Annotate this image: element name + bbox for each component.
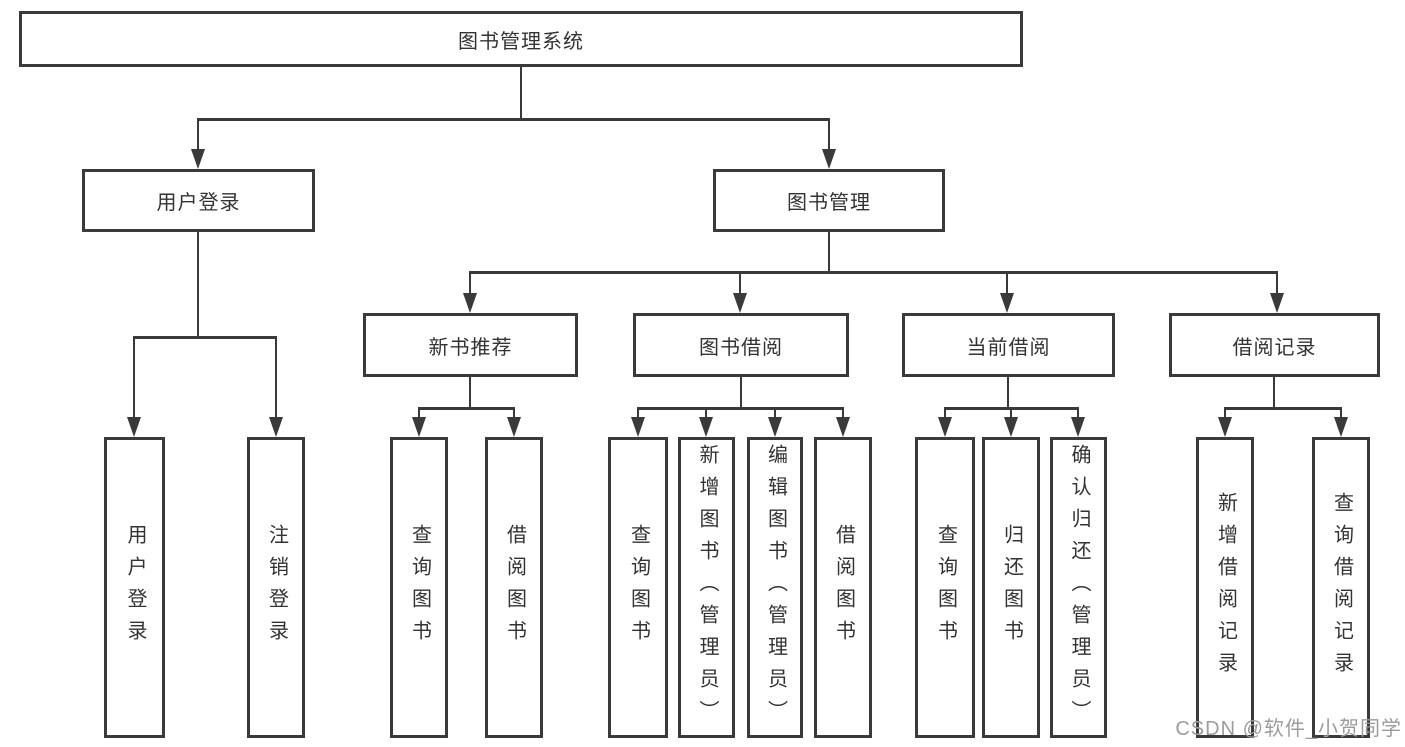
node-label: 查询图书 xyxy=(408,523,431,652)
connector-line xyxy=(468,377,472,409)
node-borrow-records: 借阅记录 xyxy=(1169,313,1380,377)
connector-arrow-icon xyxy=(938,408,952,437)
node-label: 借阅图书 xyxy=(832,523,855,652)
connector-arrow-icon xyxy=(631,408,645,437)
connector-line xyxy=(827,232,831,273)
leaf-add-book-admin: 新增图书（管理员） xyxy=(678,437,735,738)
leaf-query-books-current: 查询图书 xyxy=(915,437,975,738)
connector-line xyxy=(417,407,516,410)
connector-arrow-icon xyxy=(412,408,426,437)
connector-arrow-icon xyxy=(269,337,283,437)
connector-line xyxy=(636,407,845,410)
node-label: 新增借阅记录 xyxy=(1214,491,1237,684)
watermark-text: CSDN @软件_小贺同学 xyxy=(1175,718,1402,740)
connector-arrow-icon xyxy=(822,119,836,169)
leaf-borrow-books: 借阅图书 xyxy=(814,437,872,738)
node-book-management: 图书管理 xyxy=(713,169,945,232)
node-label: 查询图书 xyxy=(934,523,957,652)
node-label: 新增图书（管理员） xyxy=(696,443,718,732)
connector-line xyxy=(739,377,743,409)
connector-line xyxy=(1006,377,1010,409)
node-user-login: 用户登录 xyxy=(82,169,315,232)
leaf-query-books-recommend: 查询图书 xyxy=(390,437,448,738)
node-label: 用户登录 xyxy=(156,192,241,214)
node-label: 注销登录 xyxy=(265,523,288,652)
connector-line xyxy=(468,271,1279,274)
connector-line xyxy=(132,336,278,339)
connector-arrow-icon xyxy=(191,119,205,169)
connector-line xyxy=(196,118,831,121)
connector-arrow-icon xyxy=(836,408,850,437)
node-label: 当前借阅 xyxy=(966,336,1051,359)
node-root-system: 图书管理系统 xyxy=(19,11,1023,67)
connector-line xyxy=(196,232,200,338)
connector-arrow-icon xyxy=(1218,408,1232,437)
connector-line xyxy=(519,67,523,120)
node-label: 新书推荐 xyxy=(428,336,513,359)
leaf-query-books-borrow: 查询图书 xyxy=(608,437,668,738)
connector-arrow-icon xyxy=(733,272,747,313)
leaf-confirm-return-admin: 确认归还（管理员） xyxy=(1050,437,1107,738)
node-label: 图书借阅 xyxy=(699,336,783,359)
connector-arrow-icon xyxy=(768,408,782,437)
connector-arrow-icon xyxy=(699,408,713,437)
node-label: 确认归还（管理员） xyxy=(1068,443,1090,732)
connector-arrow-icon xyxy=(1004,408,1018,437)
connector-arrow-icon xyxy=(127,337,141,437)
connector-arrow-icon xyxy=(1334,408,1348,437)
node-label: 编辑图书（管理员） xyxy=(764,443,787,732)
leaf-user-login: 用户登录 xyxy=(104,437,165,738)
leaf-query-borrow-record: 查询借阅记录 xyxy=(1312,437,1370,738)
node-label: 图书管理系统 xyxy=(458,30,584,53)
node-label: 借阅图书 xyxy=(503,523,526,652)
node-label: 借阅记录 xyxy=(1232,336,1317,359)
connector-line xyxy=(1272,377,1276,409)
leaf-logout: 注销登录 xyxy=(247,437,305,738)
node-label: 图书管理 xyxy=(787,192,871,214)
node-label: 用户登录 xyxy=(124,523,146,652)
node-label: 归还图书 xyxy=(1000,523,1023,652)
connector-arrow-icon xyxy=(1000,272,1014,313)
node-book-borrow: 图书借阅 xyxy=(633,313,849,377)
node-label: 查询图书 xyxy=(627,523,650,652)
node-label: 查询借阅记录 xyxy=(1330,491,1353,684)
connector-arrow-icon xyxy=(463,272,477,313)
leaf-add-borrow-record: 新增借阅记录 xyxy=(1196,437,1254,738)
leaf-return-book: 归还图书 xyxy=(982,437,1040,738)
leaf-borrow-books-recommend: 借阅图书 xyxy=(485,437,543,738)
connector-arrow-icon xyxy=(1071,408,1085,437)
node-new-book-recommend: 新书推荐 xyxy=(363,313,578,377)
node-current-borrow: 当前借阅 xyxy=(902,313,1115,377)
connector-line xyxy=(1223,407,1343,410)
leaf-edit-book-admin: 编辑图书（管理员） xyxy=(747,437,803,738)
connector-arrow-icon xyxy=(1270,272,1284,313)
connector-arrow-icon xyxy=(507,408,521,437)
